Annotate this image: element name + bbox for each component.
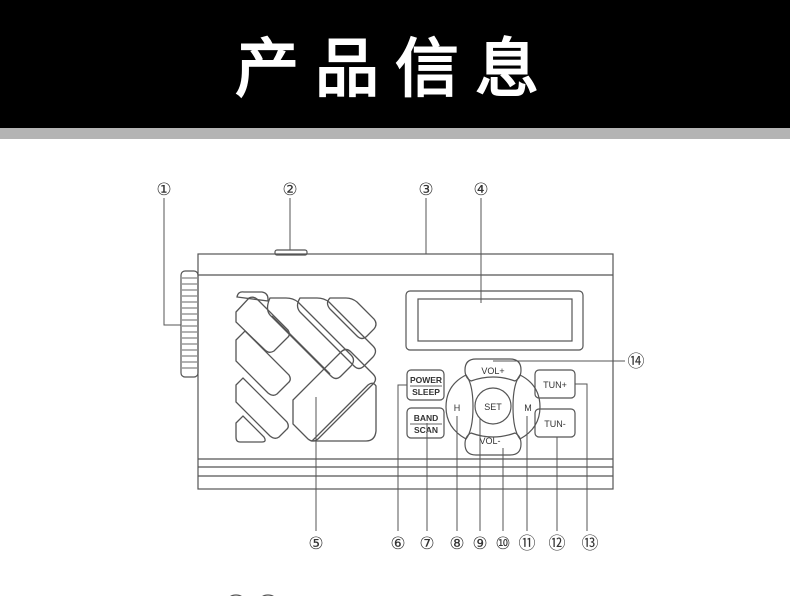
- callout-11: ⑪: [519, 534, 536, 554]
- callout-12: ⑫: [549, 534, 566, 554]
- tun-minus-label: TUN-: [544, 419, 566, 429]
- sleep-label: SLEEP: [412, 387, 440, 397]
- callout-9: ⑨: [472, 534, 487, 554]
- page-title: 产品信息: [235, 33, 555, 107]
- set-button[interactable]: [474, 387, 512, 425]
- callout-6: ⑥: [390, 534, 405, 554]
- h-label: H: [454, 403, 461, 413]
- callout-leaders: [163, 198, 625, 531]
- speaker-grille: [235, 291, 377, 443]
- header-banner: 产品信息: [0, 0, 790, 128]
- callout-14: ⑭: [628, 352, 645, 372]
- tun-plus-label: TUN+: [543, 380, 567, 390]
- callout-5: ⑤: [308, 534, 323, 554]
- tun-minus-button[interactable]: TUN-: [534, 408, 576, 438]
- cropped-circles: [230, 594, 274, 596]
- callout-10: ⑩: [495, 534, 510, 554]
- tun-plus-button[interactable]: TUN+: [534, 369, 576, 399]
- dpad: VOL+ VOL- H M SET: [445, 358, 541, 456]
- callout-7: ⑦: [419, 534, 434, 554]
- m-button[interactable]: [512, 374, 541, 440]
- m-label: M: [524, 403, 532, 413]
- callout-4: ④: [473, 180, 488, 200]
- top-button: [274, 249, 308, 256]
- callout-13: ⑬: [582, 534, 599, 554]
- callout-3: ③: [418, 180, 433, 200]
- radio-body: [197, 253, 614, 490]
- h-button[interactable]: [445, 374, 474, 440]
- power-label: POWER: [410, 375, 442, 385]
- scan-label: SCAN: [414, 425, 438, 435]
- header-underline: [0, 128, 790, 139]
- vol-minus-label: VOL-: [479, 436, 500, 446]
- band-scan-button[interactable]: BAND SCAN: [406, 407, 445, 439]
- crank-knob: [180, 270, 199, 378]
- callout-1: ①: [156, 180, 171, 200]
- lcd-display: [405, 290, 584, 351]
- power-sleep-button[interactable]: POWER SLEEP: [406, 369, 445, 401]
- callout-2: ②: [282, 180, 297, 200]
- radio-diagram: POWER SLEEP BAND SCAN VOL+ VOL- H M SET …: [156, 180, 645, 596]
- set-label: SET: [484, 402, 502, 412]
- vol-plus-label: VOL+: [481, 366, 504, 376]
- band-label: BAND: [414, 413, 439, 423]
- callout-8: ⑧: [449, 534, 464, 554]
